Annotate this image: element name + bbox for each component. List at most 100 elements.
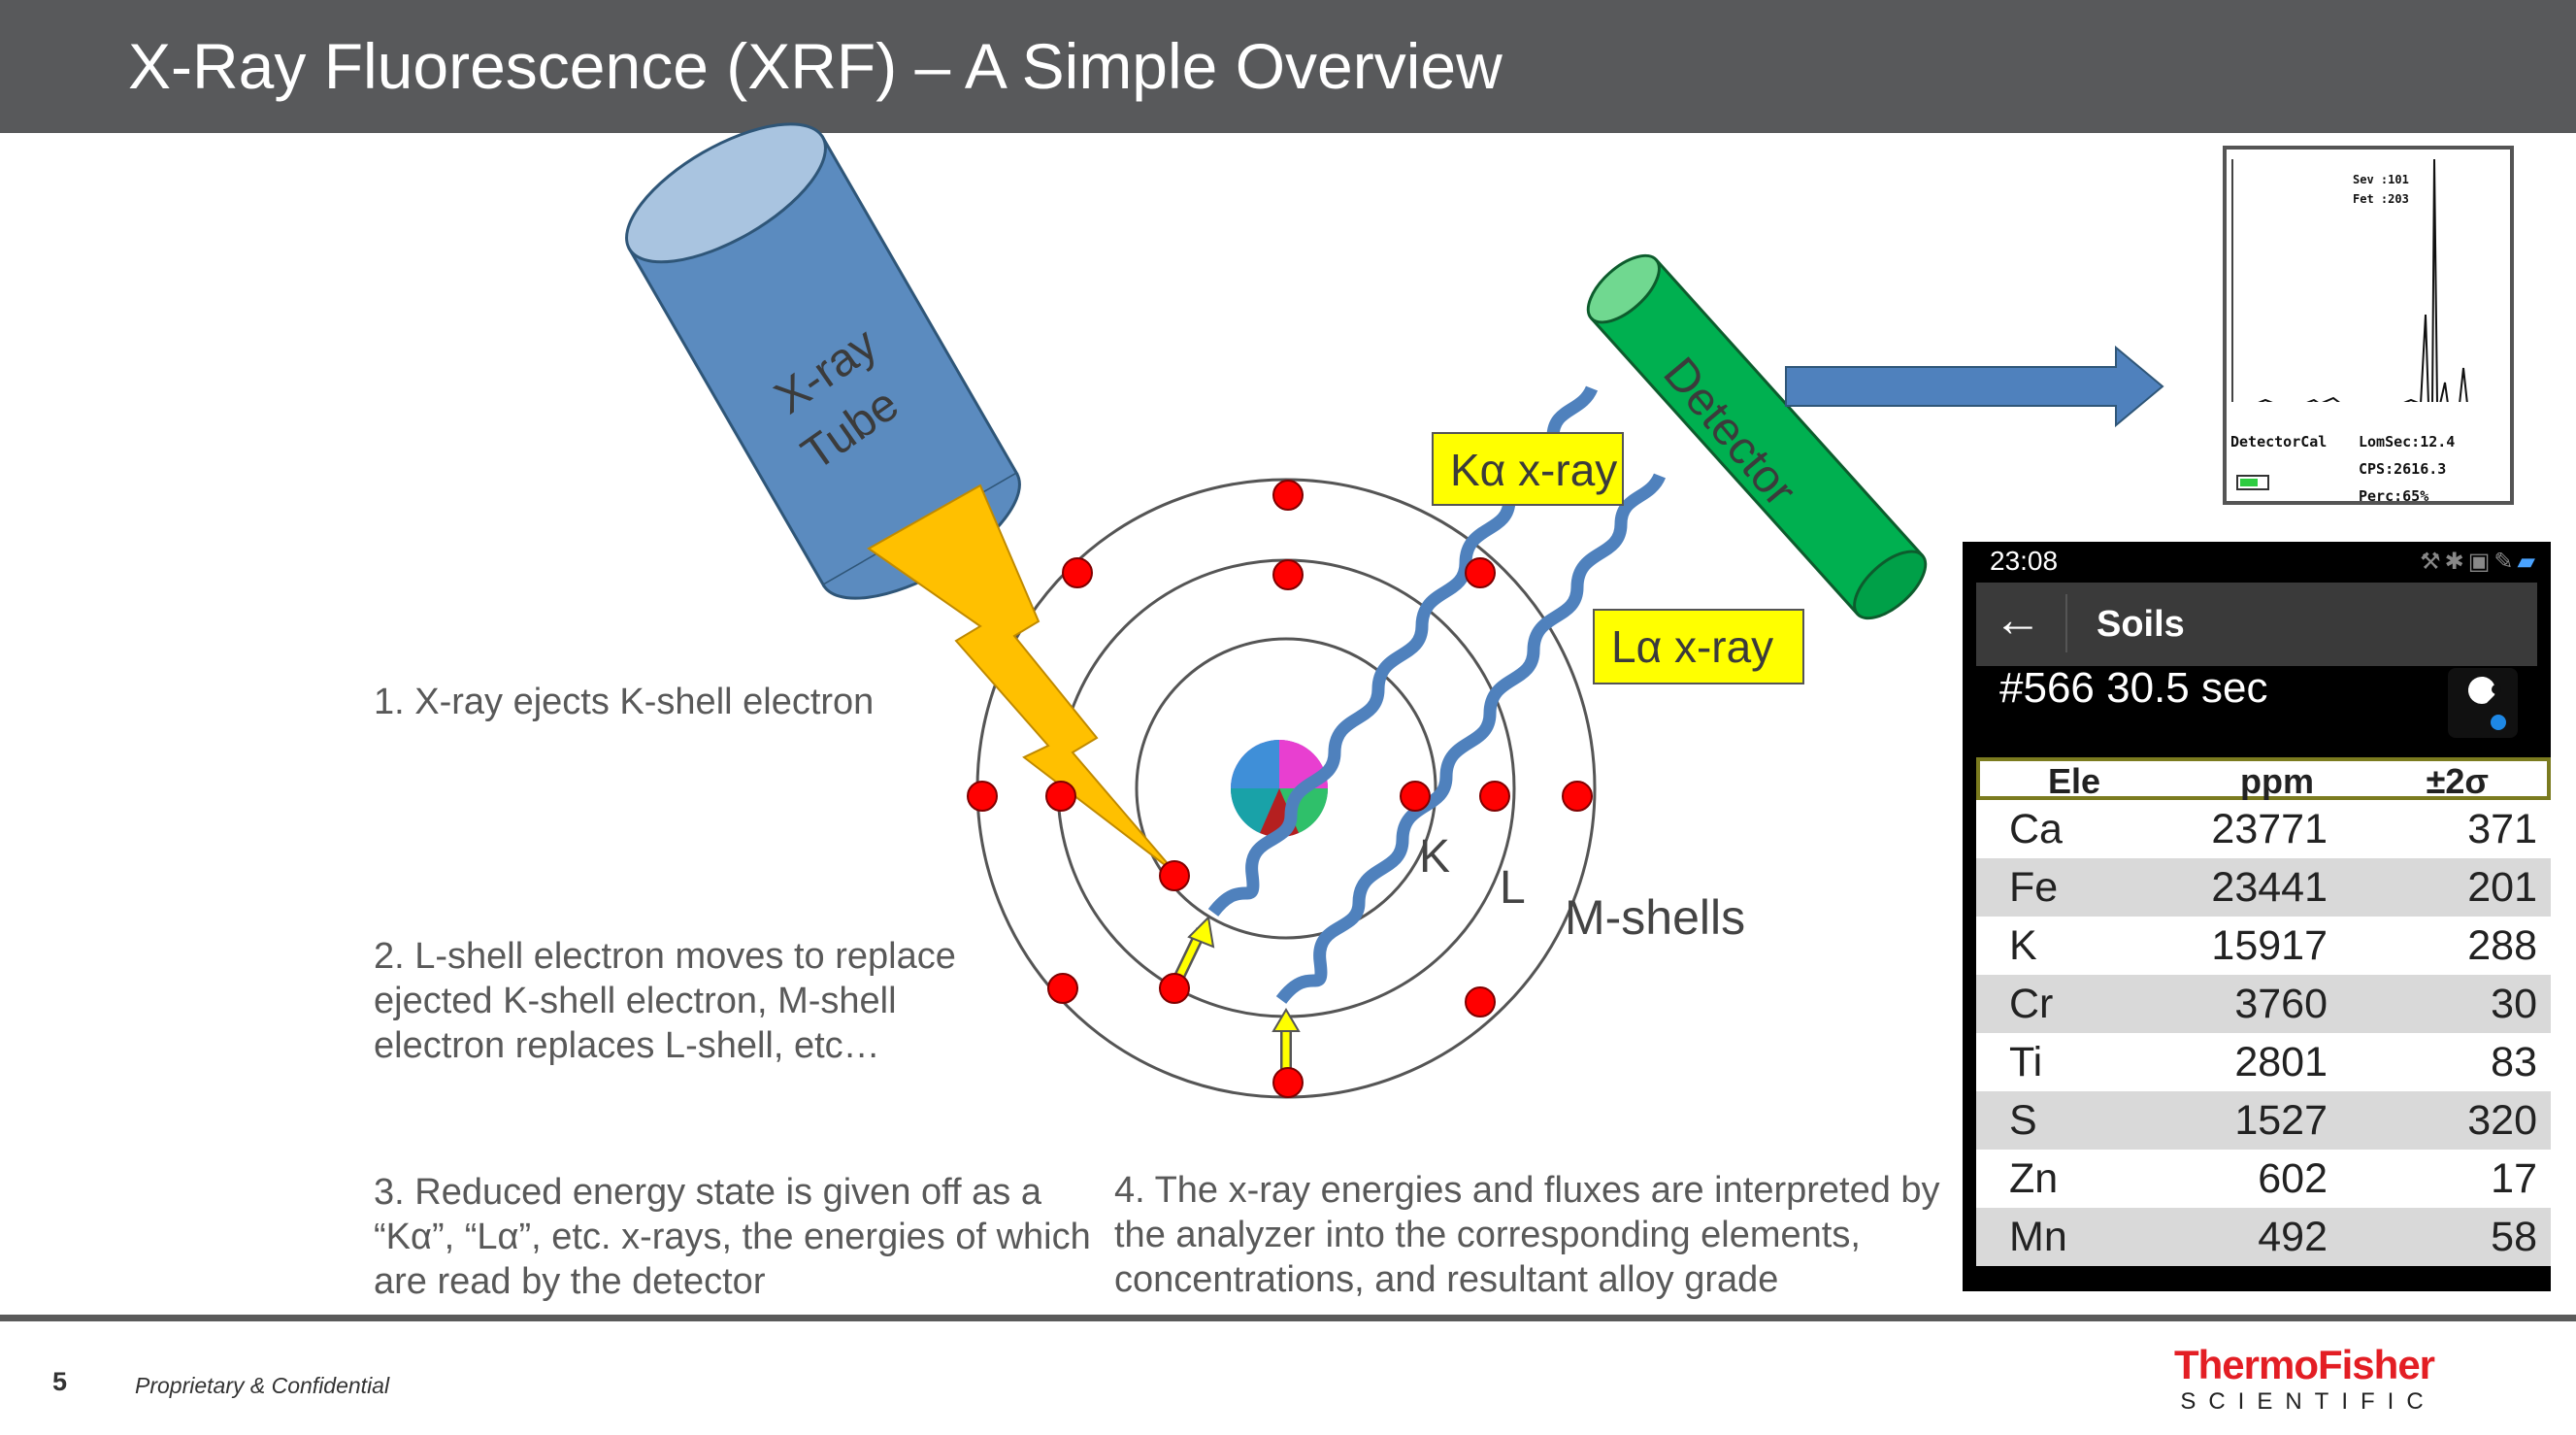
k-alpha-label: Kα x-ray — [1450, 445, 1617, 495]
l-to-k-arrow — [1172, 915, 1215, 984]
xrf-diagram: X-ray Tube Detector — [625, 122, 2164, 1099]
electron — [1159, 860, 1190, 891]
electron — [1465, 986, 1496, 1018]
element-cell: Ti — [2009, 1039, 2043, 1085]
title-bar: X-Ray Fluorescence (XRF) – A Simple Over… — [0, 0, 2576, 133]
status-bar: 23:08 ⚒✱▣✎▰ — [1963, 542, 2551, 583]
table-row[interactable]: Fe 23441 201 — [1976, 858, 2551, 917]
element-cell: Fe — [2009, 864, 2059, 911]
app-bar: ← Soils — [1976, 583, 2537, 666]
l-alpha-label: Lα x-ray — [1611, 621, 1773, 672]
element-cell: K — [2009, 922, 2037, 969]
app-bar-divider — [2065, 594, 2067, 652]
brand-subtitle: SCIENTIFIC — [2180, 1388, 2436, 1415]
electron — [1047, 973, 1078, 1004]
table-row[interactable]: Zn 602 17 — [1976, 1150, 2551, 1208]
table-row[interactable]: Mn 492 58 — [1976, 1208, 2551, 1266]
electron — [1159, 973, 1190, 1004]
step-2-text: 2. L-shell electron moves to replace eje… — [374, 936, 956, 1066]
table-row[interactable]: Cr 3760 30 — [1976, 975, 2551, 1033]
column-header-ele: Ele — [2048, 761, 2101, 801]
x-ray-tube — [625, 122, 1021, 600]
electron — [1479, 781, 1510, 812]
element-cell: Cr — [2009, 981, 2054, 1027]
readout-top2: Fet :203 — [2353, 192, 2409, 206]
error-cell: 30 — [2491, 981, 2537, 1027]
ppm-cell: 2801 — [2234, 1039, 2328, 1085]
spectrum-readout: Sev :101 Fet :203 DetectorCal LomSec:12.… — [2223, 146, 2514, 505]
column-header-error: ±2σ — [2426, 761, 2489, 801]
electron — [1465, 557, 1496, 588]
signal-arrow — [1785, 345, 2164, 428]
spectrum-line — [2258, 158, 2468, 402]
detector — [1586, 253, 1928, 620]
nucleus — [1230, 740, 1329, 838]
electron — [1272, 559, 1304, 590]
table-row[interactable]: K 15917 288 — [1976, 917, 2551, 975]
ppm-cell: 1527 — [2234, 1097, 2328, 1144]
wrench-icon[interactable] — [2448, 668, 2518, 738]
readout-cps: CPS:2616.3 — [2359, 460, 2447, 478]
page-number: 5 — [52, 1367, 68, 1396]
results-table: Ele ppm ±2σ Ca 23771 371 Fe 23441 201 K … — [1976, 757, 2551, 1266]
confidential-note: Proprietary & Confidential — [135, 1373, 390, 1398]
step-1-text: 1. X-ray ejects K-shell electron — [374, 682, 875, 722]
ppm-cell: 602 — [2258, 1155, 2328, 1202]
readout-live-sec: LomSec:12.4 — [2359, 433, 2456, 451]
electron — [1562, 781, 1593, 812]
spectrum-plot — [2231, 158, 2468, 402]
electron — [1272, 480, 1304, 511]
battery-icon — [2236, 475, 2269, 490]
element-cell: S — [2009, 1097, 2037, 1144]
error-cell: 201 — [2467, 864, 2537, 911]
m-shell-label: M-shells — [1565, 890, 1745, 945]
save-icon: ▣ — [2467, 549, 2494, 575]
error-cell: 371 — [2467, 806, 2537, 852]
pen-icon: ✎ — [2493, 549, 2518, 575]
bluetooth-icon: ✱ — [2444, 549, 2468, 575]
status-icons: ⚒✱▣✎▰ — [2420, 548, 2539, 576]
ppm-cell: 23771 — [2211, 806, 2328, 852]
error-cell: 58 — [2491, 1214, 2537, 1260]
ppm-cell: 15917 — [2211, 922, 2328, 969]
signal-icon: ⚒ — [2420, 549, 2445, 575]
x-ray-lightning — [867, 484, 1177, 875]
electron — [1400, 781, 1431, 812]
app-title: Soils — [2097, 604, 2185, 645]
error-cell: 320 — [2467, 1097, 2537, 1144]
footer-divider — [0, 1315, 2576, 1321]
analyzer-screen: 23:08 ⚒✱▣✎▰ ← Soils #566 30.5 sec Ele pp… — [1963, 542, 2551, 1291]
thermo-fisher-logo: ThermoFisher SCIENTIFIC — [2159, 1343, 2450, 1417]
ppm-cell: 23441 — [2211, 864, 2328, 911]
table-row[interactable]: Ca 23771 371 — [1976, 800, 2551, 858]
error-cell: 83 — [2491, 1039, 2537, 1085]
electron — [1062, 557, 1093, 588]
element-cell: Zn — [2009, 1155, 2059, 1202]
l-shell-label: L — [1500, 862, 1526, 914]
slide-title: X-Ray Fluorescence (XRF) – A Simple Over… — [128, 30, 1503, 102]
electron — [1045, 781, 1076, 812]
electron — [1272, 1067, 1304, 1098]
readout-detector-cal: DetectorCal — [2230, 433, 2328, 451]
brand-name: ThermoFisher — [2173, 1342, 2435, 1387]
electron — [967, 781, 998, 812]
k-shell-orbit — [1135, 637, 1437, 940]
table-row[interactable]: Ti 2801 83 — [1976, 1033, 2551, 1091]
element-cell: Mn — [2009, 1214, 2067, 1260]
ppm-cell: 492 — [2258, 1214, 2328, 1260]
l-alpha-box — [1593, 609, 1804, 684]
ppm-cell: 3760 — [2234, 981, 2328, 1027]
error-cell: 288 — [2467, 922, 2537, 969]
readout-top1: Sev :101 — [2353, 173, 2409, 186]
table-header: Ele ppm ±2σ — [1976, 757, 2551, 801]
error-cell: 17 — [2491, 1155, 2537, 1202]
electrons — [967, 480, 1593, 1098]
step-3-text: 3. Reduced energy state is given off as … — [374, 1172, 1091, 1302]
table-row[interactable]: S 1527 320 — [1976, 1091, 2551, 1150]
k-alpha-box — [1432, 432, 1624, 506]
test-info: #566 30.5 sec — [1999, 664, 2268, 712]
readout-perc: Perc:65% — [2359, 487, 2429, 505]
l-alpha-wave — [1275, 473, 1667, 1005]
element-cell: Ca — [2009, 806, 2063, 852]
back-arrow-icon[interactable]: ← — [1994, 592, 2042, 647]
